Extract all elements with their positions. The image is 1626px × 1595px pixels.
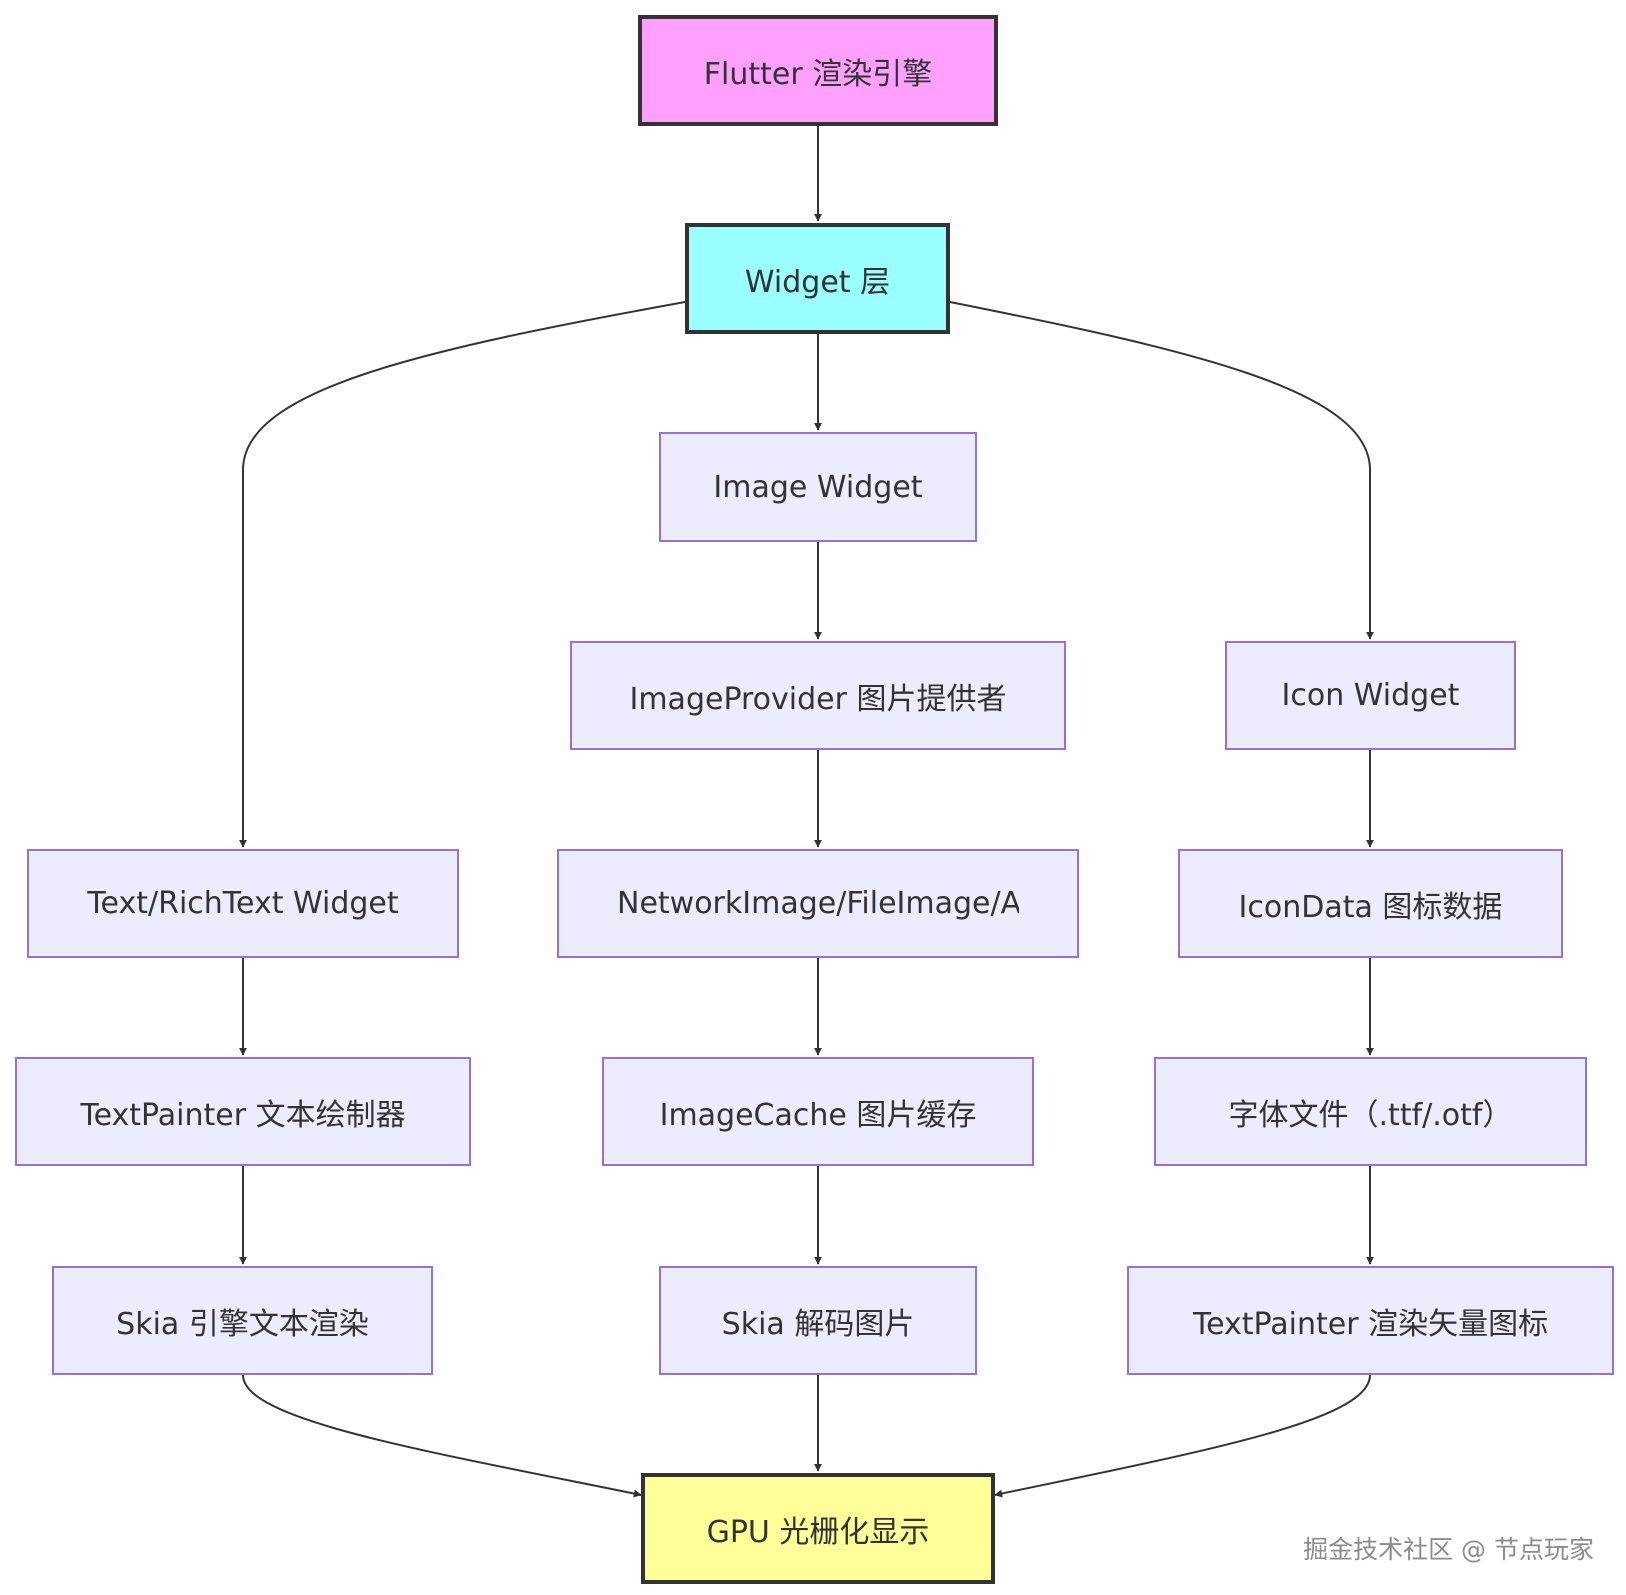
node-textpainter-icon: TextPainter 渲染矢量图标 <box>1127 1266 1614 1375</box>
node-skia-decode-label: Skia 解码图片 <box>721 1306 915 1342</box>
node-skia-text-label: Skia 引擎文本渲染 <box>116 1306 369 1342</box>
node-flutter-engine: Flutter 渲染引擎 <box>638 15 998 126</box>
edge-widget-layer-to-text-widget <box>239 301 686 848</box>
node-font-file-label: 字体文件（.ttf/.otf） <box>1228 1097 1513 1133</box>
node-skia-text: Skia 引擎文本渲染 <box>52 1266 433 1375</box>
node-network-image-label: NetworkImage/FileImage/As <box>617 886 1019 921</box>
edge-widget-layer-to-icon-widget <box>949 301 1374 640</box>
edge-skia-text-to-gpu-display <box>242 1374 642 1498</box>
node-text-widget-label: Text/RichText Widget <box>87 886 399 921</box>
node-widget-layer: Widget 层 <box>685 223 950 334</box>
node-text-painter-label: TextPainter 文本绘制器 <box>80 1097 406 1133</box>
node-gpu-display-label: GPU 光栅化显示 <box>706 1514 930 1550</box>
watermark: 掘金技术社区 @ 节点玩家 <box>1303 1535 1594 1564</box>
node-image-widget-label: Image Widget <box>713 469 923 505</box>
node-image-provider-label: ImageProvider 图片提供者 <box>629 681 1007 717</box>
node-image-cache-label: ImageCache 图片缓存 <box>659 1097 977 1133</box>
node-image-provider: ImageProvider 图片提供者 <box>570 641 1066 750</box>
node-icon-widget-label: Icon Widget <box>1281 678 1460 713</box>
node-image-widget: Image Widget <box>659 432 977 542</box>
node-icon-data-label: IconData 图标数据 <box>1238 889 1503 925</box>
node-skia-decode: Skia 解码图片 <box>659 1266 977 1375</box>
node-textpainter-icon-label: TextPainter 渲染矢量图标 <box>1192 1306 1549 1342</box>
node-image-cache: ImageCache 图片缓存 <box>602 1057 1034 1166</box>
node-gpu-display: GPU 光栅化显示 <box>641 1473 995 1584</box>
node-icon-data: IconData 图标数据 <box>1178 849 1563 958</box>
node-font-file: 字体文件（.ttf/.otf） <box>1154 1057 1587 1166</box>
node-icon-widget: Icon Widget <box>1225 641 1516 750</box>
node-flutter-engine-label: Flutter 渲染引擎 <box>703 56 933 92</box>
node-text-widget: Text/RichText Widget <box>27 849 459 958</box>
node-widget-layer-label: Widget 层 <box>744 264 891 300</box>
edge-textpainter-icon-to-gpu-display <box>994 1374 1371 1498</box>
node-text-painter: TextPainter 文本绘制器 <box>15 1057 471 1166</box>
node-network-image: NetworkImage/FileImage/As <box>557 849 1079 958</box>
